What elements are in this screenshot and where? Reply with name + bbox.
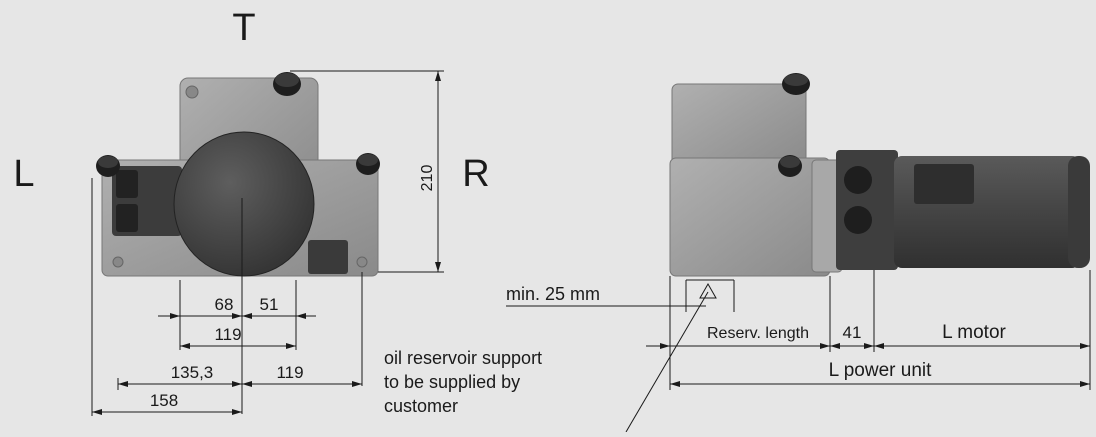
filler-cap-icon — [273, 72, 301, 96]
arrow — [1080, 381, 1090, 387]
connector-box — [308, 240, 348, 274]
arrow — [242, 313, 252, 319]
dim-68: 68 — [215, 295, 234, 314]
arrow — [170, 313, 180, 319]
tank-lower-side — [669, 157, 831, 277]
arrow — [1080, 343, 1090, 349]
filler-cap-icon — [782, 73, 810, 95]
dim-51: 51 — [260, 295, 279, 314]
side-view: min. 25 mm Reserv. length 41 L motor L p… — [506, 73, 1091, 433]
bolt-hole — [112, 256, 124, 268]
label-l: L — [13, 153, 34, 195]
tank-upper-side — [671, 83, 807, 169]
arrow — [232, 381, 242, 387]
note-leader-line — [625, 291, 709, 433]
arrow — [874, 343, 884, 349]
note-line-1: oil reservoir support — [384, 348, 542, 368]
support-note: oil reservoir support to be supplied by … — [384, 348, 542, 416]
arrow — [232, 313, 242, 319]
label-r: R — [462, 153, 489, 195]
arrow — [864, 343, 874, 349]
label-t: T — [232, 7, 255, 49]
dim-119-lower: 119 — [276, 363, 303, 382]
arrow — [92, 409, 102, 415]
arrow — [660, 343, 670, 349]
arrow — [232, 409, 242, 415]
filler-cap-icon — [356, 153, 380, 175]
reserv-length: Reserv. length — [707, 325, 809, 342]
motor-cover — [173, 131, 315, 277]
dim-41: 41 — [843, 323, 862, 342]
side-port-upper — [844, 166, 872, 194]
dim-158: 158 — [150, 391, 178, 410]
arrow — [242, 381, 252, 387]
note-line-2: to be supplied by — [384, 372, 520, 392]
l-power-unit: L power unit — [829, 360, 933, 381]
side-port-lower — [844, 206, 872, 234]
port-lower — [116, 204, 138, 232]
port-upper — [116, 170, 138, 198]
arrow — [435, 262, 441, 272]
arrow — [118, 381, 128, 387]
dim-135-3: 135,3 — [171, 363, 214, 382]
arrow — [286, 343, 296, 349]
arrow — [820, 343, 830, 349]
arrow — [180, 343, 190, 349]
min-clearance: min. 25 mm — [506, 284, 600, 304]
arrow — [830, 343, 840, 349]
height-value: 210 — [419, 165, 436, 192]
bolt-hole — [356, 256, 368, 268]
arrow — [352, 381, 362, 387]
front-view: T L R 210 68 51 119 13 — [13, 7, 490, 416]
terminal-box — [914, 164, 974, 204]
l-motor: L motor — [942, 322, 1006, 343]
note-line-3: customer — [384, 396, 458, 416]
support-triangle-icon — [699, 282, 717, 299]
arrow — [296, 313, 306, 319]
bolt-hole — [185, 85, 199, 99]
arrow — [670, 381, 680, 387]
filler-cap-icon — [96, 155, 120, 177]
filler-cap-icon — [778, 155, 802, 177]
motor-end-cap — [1068, 156, 1090, 268]
arrow — [435, 71, 441, 81]
dim-119-upper: 119 — [214, 325, 241, 344]
